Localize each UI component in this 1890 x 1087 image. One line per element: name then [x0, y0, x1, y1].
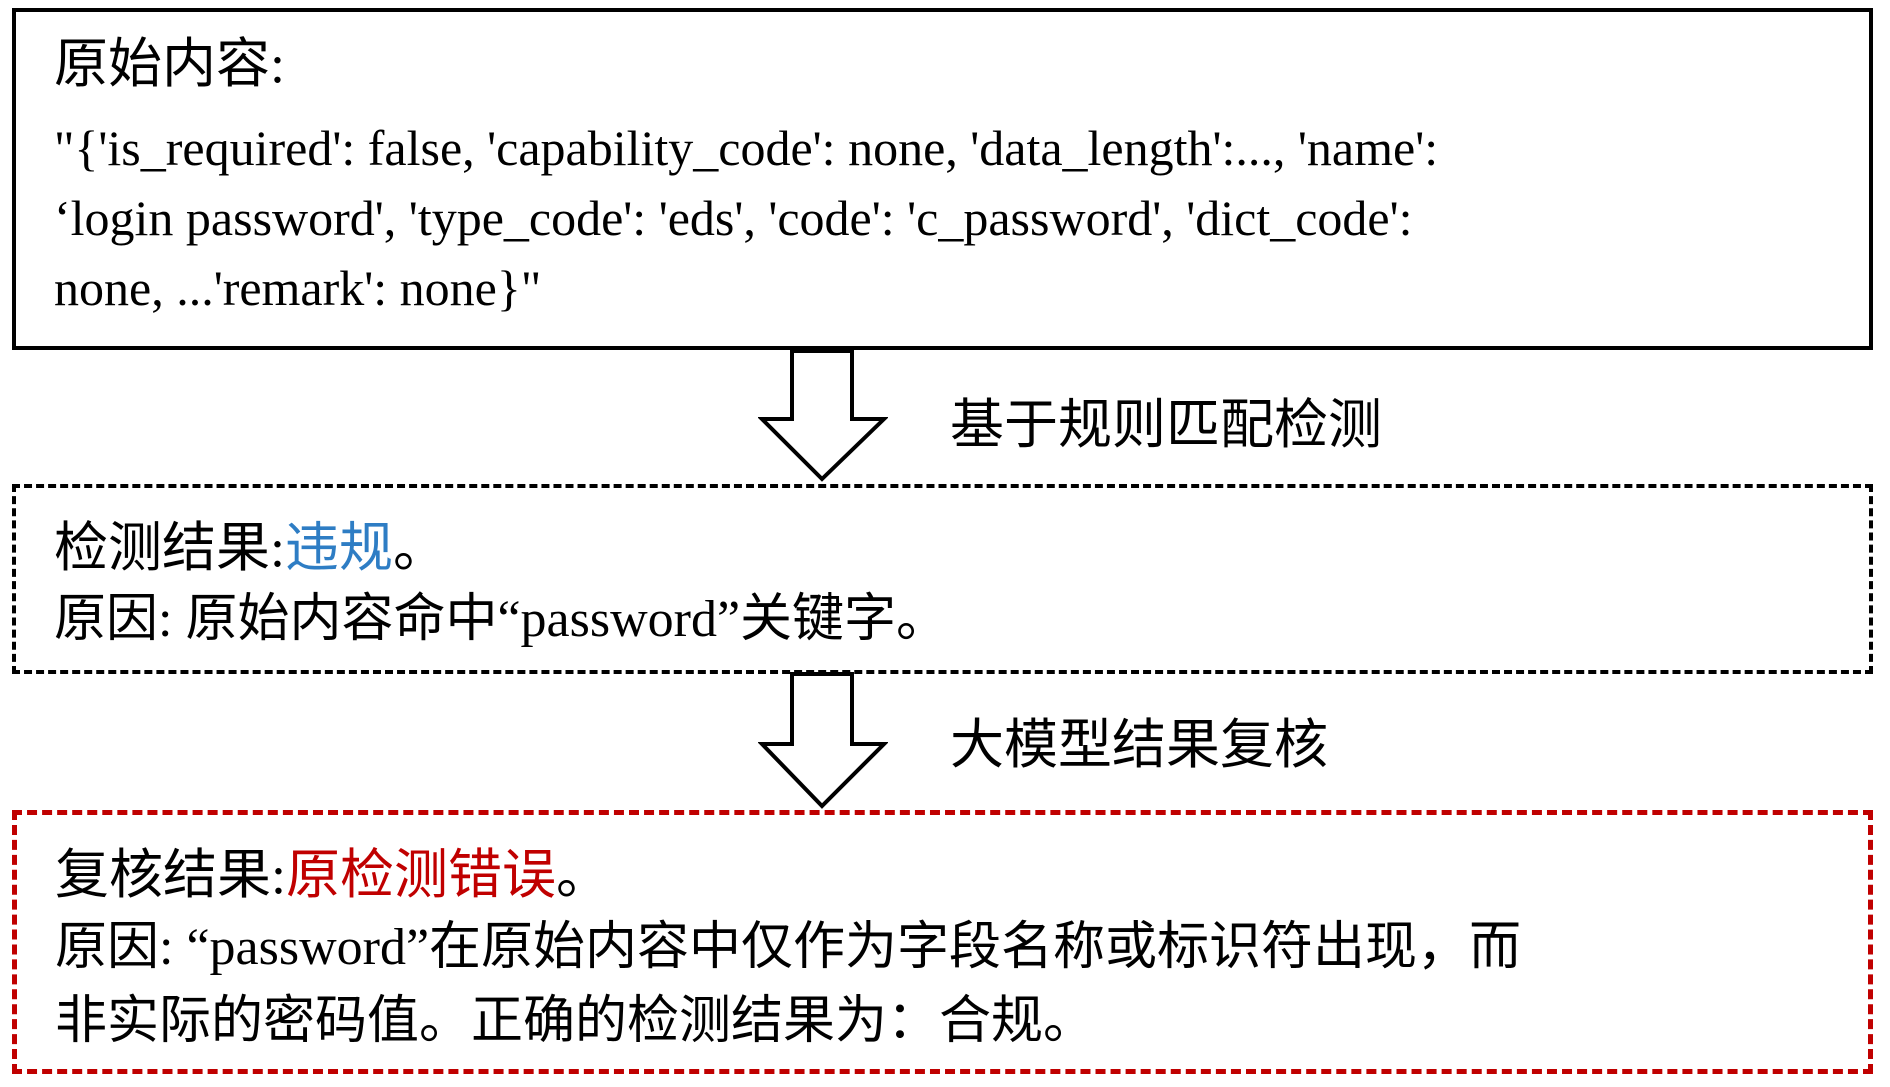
original-content-box: 原始内容: "{'is_required': false, 'capabilit… — [12, 8, 1873, 350]
original-content-title: 原始内容: — [54, 34, 286, 94]
review-reason-line-2: 非实际的密码值。正确的检测结果为：合规。 — [55, 993, 1096, 1050]
detection-result-label: 检测结果: — [54, 518, 286, 578]
detection-result-box: 检测结果:违规。 原因: 原始内容命中“password”关键字。 — [12, 484, 1873, 674]
down-arrow-icon — [758, 672, 888, 809]
detection-reason: 原因: 原始内容命中“password”关键字。 — [54, 591, 949, 648]
detection-result: 检测结果:违规。 — [54, 518, 447, 578]
rule-matching-step-label: 基于规则匹配检测 — [950, 395, 1382, 455]
llm-review-step-label: 大模型结果复核 — [950, 715, 1328, 775]
review-result-value: 原检测错误 — [286, 845, 557, 905]
review-result-end: 。 — [556, 845, 611, 905]
original-content-line-1: "{'is_required': false, 'capability_code… — [54, 120, 1439, 176]
original-content-line-3: none, ...'remark': none}" — [54, 260, 542, 316]
down-arrow-icon — [758, 349, 888, 482]
original-content-line-2: ‘login password', 'type_code': 'eds', 'c… — [54, 190, 1413, 246]
review-result: 复核结果:原检测错误。 — [55, 845, 610, 905]
review-result-box: 复核结果:原检测错误。 原因: “password”在原始内容中仅作为字段名称或… — [12, 810, 1873, 1074]
detection-result-end: 。 — [393, 518, 448, 578]
detection-result-value: 违规 — [285, 518, 394, 578]
review-reason-line-1: 原因: “password”在原始内容中仅作为字段名称或标识符出现，而 — [55, 919, 1522, 976]
review-result-label: 复核结果: — [55, 845, 287, 905]
